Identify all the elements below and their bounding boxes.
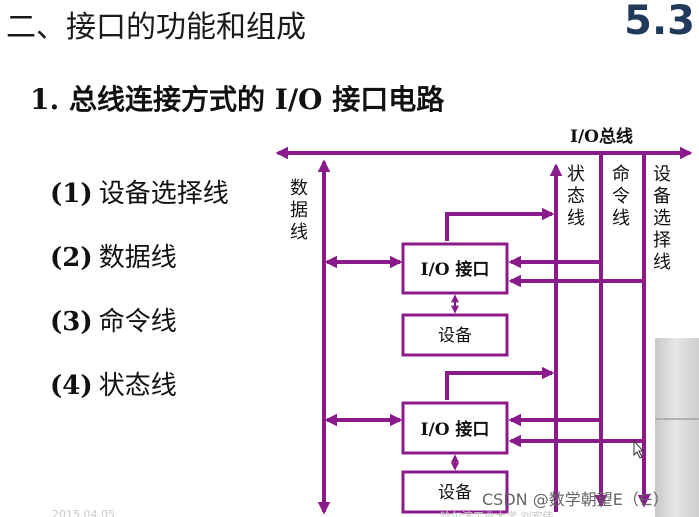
decorative-panel [655, 338, 699, 517]
list-item: (2)数据线 [50, 238, 229, 302]
device-box [401, 313, 509, 357]
list-item: (3)命令线 [50, 302, 229, 366]
csdn-watermark: CSDN @数学朝望E（∈） [482, 490, 669, 509]
command-line-label-1: 命 [612, 164, 630, 185]
item-text: 命令线 [98, 307, 177, 337]
slide-heading: 1. 总线连接方式的 I/O 接口电路 [30, 83, 445, 116]
footer-date: 2015.04.05 [52, 508, 115, 517]
status-line-label-2: 态 [567, 186, 585, 207]
device-box [401, 470, 509, 514]
status-line-label-1: 状 [567, 164, 585, 185]
select-line-label-4: 择 [653, 230, 671, 251]
data-line-label-3: 线 [290, 222, 308, 243]
device-label: 设备 [438, 483, 472, 503]
io-bus-label: I/O总线 [570, 126, 633, 147]
io-interface-box [401, 401, 509, 455]
status-line-label-3: 线 [567, 208, 585, 229]
item-text: 设备选择线 [98, 179, 229, 209]
select-line-label-3: 选 [653, 208, 671, 229]
list-item: (4)状态线 [50, 366, 229, 430]
section-title: 二、接口的功能和组成 [6, 10, 306, 45]
command-line-label-2: 令 [612, 186, 630, 207]
device-label: 设备 [438, 326, 472, 346]
status-link [445, 207, 555, 241]
item-text: 状态线 [98, 371, 177, 401]
select-line-label-5: 线 [653, 252, 671, 273]
section-number: 5.3 [624, 0, 695, 44]
select-line-label-1: 设 [653, 164, 671, 185]
io-interface-box [401, 242, 509, 295]
select-line-label-2: 备 [653, 186, 671, 207]
data-line-label-2: 据 [290, 200, 308, 221]
io-interface-label: I/O 接口 [421, 259, 490, 280]
item-number: (3) [50, 307, 93, 337]
cursor-icon [633, 439, 645, 459]
data-line-label-1: 数 [290, 178, 308, 199]
command-line-label-3: 线 [612, 208, 630, 229]
io-interface-label: I/O 接口 [421, 419, 490, 440]
list-item: (1)设备选择线 [50, 174, 229, 238]
item-number: (2) [50, 243, 93, 273]
line-list: (1)设备选择线 (2)数据线 (3)命令线 (4)状态线 [50, 174, 229, 430]
item-number: (4) [50, 371, 93, 401]
footer-author: 哈尔滨工业大学 刘宏伟 [440, 510, 554, 517]
item-text: 数据线 [98, 243, 177, 273]
item-number: (1) [50, 179, 93, 209]
status-link [445, 366, 555, 400]
